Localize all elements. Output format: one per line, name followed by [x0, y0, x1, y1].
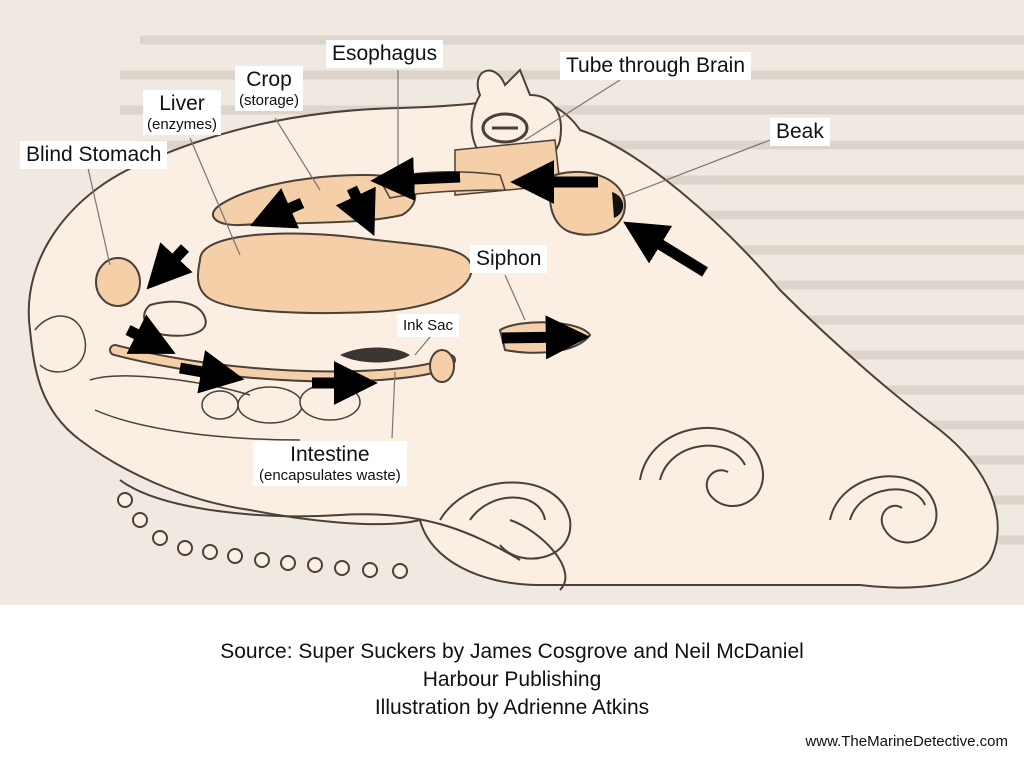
label-beak: Beak: [770, 118, 830, 147]
source-line-1: Source: Super Suckers by James Cosgrove …: [220, 640, 804, 663]
leader-lines: [87, 70, 771, 439]
food-path-arrows: [125, 156, 708, 405]
arrow-into-beak: [623, 221, 708, 277]
arrow-stomach-out: [125, 314, 176, 354]
label-siphon-text: Siphon: [476, 247, 542, 270]
label-intestine-sub: (encapsulates waste): [259, 467, 401, 485]
beak-tip: [612, 192, 624, 218]
label-crop: Crop (storage): [235, 66, 304, 112]
source-caption: Source: Super Suckers by James Cosgrove …: [0, 638, 1024, 722]
arrow-intestine-1: [179, 350, 245, 394]
label-tube-through-brain: Tube through Brain: [560, 52, 752, 81]
beak-organ: [549, 170, 627, 236]
website-credit: www.TheMarineDetective.com: [805, 733, 1008, 750]
label-intestine: Intestine (encapsulates waste): [253, 441, 407, 487]
arrow-to-blind-stomach: [146, 242, 193, 290]
label-blind-stomach: Blind Stomach: [20, 141, 168, 170]
label-blind-stomach-text: Blind Stomach: [26, 143, 162, 166]
blind-stomach-organ: [95, 257, 141, 307]
arrow-to-crop: [335, 185, 376, 236]
ink-sac-organ: [340, 347, 410, 363]
arm-suckers: [117, 492, 408, 579]
label-esophagus-text: Esophagus: [332, 42, 438, 65]
label-intestine-text: Intestine: [290, 443, 370, 466]
label-tube-through-brain-text: Tube through Brain: [566, 54, 746, 77]
stomach-coil: [143, 300, 207, 337]
liver-organ: [197, 232, 473, 315]
label-liver-sub: (enzymes): [147, 116, 218, 134]
label-crop-sub: (storage): [239, 92, 300, 110]
anus-end: [429, 349, 455, 383]
label-liver-text: Liver: [159, 92, 205, 115]
label-siphon: Siphon: [470, 245, 548, 274]
label-crop-text: Crop: [246, 68, 292, 91]
arrow-to-liver: [249, 188, 305, 229]
label-esophagus: Esophagus: [326, 40, 444, 69]
label-ink-sac: Ink Sac: [397, 314, 460, 338]
arrow-to-esophagus: [370, 156, 461, 201]
octopus-arm-bottom: [119, 479, 521, 561]
curled-arms: [439, 427, 938, 591]
label-beak-text: Beak: [776, 120, 824, 143]
label-ink-sac-text: Ink Sac: [403, 317, 454, 334]
source-line-3: Illustration by Adrienne Atkins: [374, 696, 650, 719]
arrow-out-siphon: [501, 315, 590, 360]
label-liver: Liver (enzymes): [143, 90, 222, 136]
source-line-2: Harbour Publishing: [422, 668, 602, 691]
